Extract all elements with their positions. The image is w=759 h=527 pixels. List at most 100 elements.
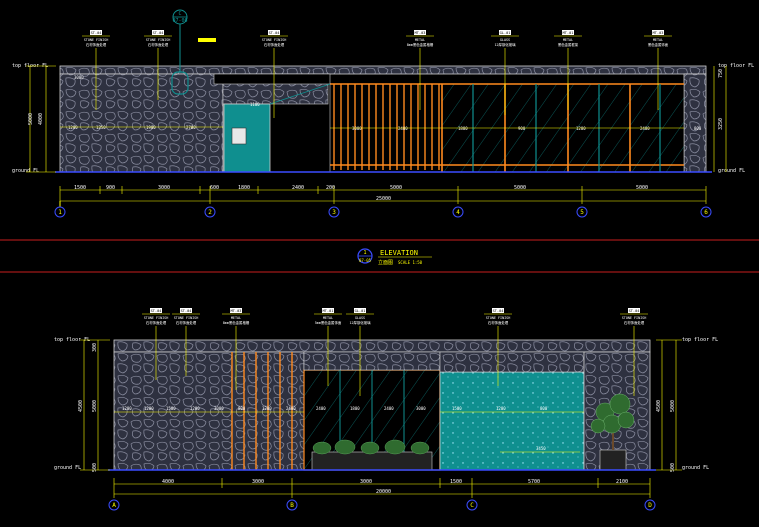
top-tag-code-5: MT-01 (563, 31, 574, 35)
top-roof-band (59, 65, 707, 75)
bottom-tag-line2-4: 12厚钢化玻璃 (349, 320, 371, 325)
top-tag-code-3: MT-03 (415, 31, 426, 35)
bottom-span-1: 3000 (252, 479, 264, 485)
bottom-right-height-dim-0: 4500 (656, 400, 662, 412)
top-note-2: 1900 (146, 125, 156, 130)
title-sub: 立面图 (378, 259, 393, 266)
bottom-axis-0: A (112, 502, 116, 509)
bottom-tag-code-4: GL-01 (355, 309, 366, 313)
bottom-tag-line1-0: STONE FINISH (144, 316, 169, 320)
bottom-tag-code-5: ST-04 (493, 309, 504, 313)
bottom-tag-code-2: MT-03 (231, 309, 242, 313)
top-span-6: 200 (326, 185, 335, 191)
top-note-4: 1100 (250, 102, 260, 107)
top-section-marker: C 07-06 (171, 9, 216, 95)
top-tag-line1-6: METAL (653, 38, 663, 42)
bottom-note-13: 1200 (496, 406, 506, 411)
top-teal-door (223, 103, 271, 173)
bottom-note-11: 3000 (416, 406, 426, 411)
top-tag-code-6: MT-03 (653, 31, 664, 35)
bottom-note-5: 800 (238, 406, 246, 411)
top-wood-slats (329, 83, 443, 173)
bottom-note-7: 2400 (286, 406, 296, 411)
top-span-9: 5000 (636, 185, 648, 191)
bottom-stone-wall-left (113, 351, 305, 471)
bottom-height-dim-3: 500 (92, 463, 98, 472)
bottom-note-2: 1500 (166, 406, 176, 411)
top-note-7: 1800 (458, 126, 468, 131)
bottom-tag-line2-0: 石材饰面处理 (146, 320, 167, 325)
top-tag-line1-2: STONE FINISH (262, 38, 287, 42)
top-tag-line2-1: 石材饰面处理 (148, 42, 169, 47)
bottom-tag-line1-1: STONE FINISH (174, 316, 199, 320)
bottom-axis-bubbles (108, 499, 656, 511)
top-note-11: 800 (694, 126, 702, 131)
top-span-5: 2400 (292, 185, 304, 191)
bottom-note-6: 1200 (262, 406, 272, 411)
bottom-elevation: 1200 1200 1500 1200 3000 800 1200 2400 2… (54, 308, 718, 511)
top-tag-line2-3: 8mm黑色金属格栅 (407, 42, 434, 47)
top-axis-4: 5 (580, 209, 584, 216)
top-note-10: 2400 (640, 126, 650, 131)
bottom-right-height-dim-1: 5000 (670, 400, 676, 412)
top-stone-wall-left (59, 73, 224, 173)
bottom-span-3: 1500 (450, 479, 462, 485)
top-note-6: 2400 (398, 126, 408, 131)
top-tag-line1-4: GLASS (500, 38, 510, 42)
bottom-note-10: 2400 (384, 406, 394, 411)
bottom-level-ground-right: ground FL (682, 465, 709, 471)
top-span-2: 3000 (158, 185, 170, 191)
top-span-4: 1800 (238, 185, 250, 191)
bottom-tag-code-6: ST-04 (629, 309, 640, 313)
top-axis-2: 3 (332, 209, 336, 216)
bottom-tag-line1-4: GLASS (355, 316, 365, 320)
top-tag-code-2: ST-04 (269, 31, 280, 35)
bottom-span-4: 5700 (528, 479, 540, 485)
bottom-planter (311, 439, 433, 471)
top-tag-code-4: GL-01 (500, 31, 511, 35)
bottom-note-8: 2400 (316, 406, 326, 411)
bottom-note-1: 1200 (144, 406, 154, 411)
bottom-right-height-dim-2: 500 (670, 463, 676, 472)
top-level-top-right: top floor FL (718, 63, 754, 69)
bottom-height-dim-1: 5000 (92, 400, 98, 412)
top-stone-wall-right (683, 73, 707, 173)
top-note-8: 900 (518, 126, 526, 131)
top-tag-line2-2: 石材饰面处理 (264, 42, 285, 47)
top-height-dim-3: 3250 (718, 118, 724, 130)
bottom-note-14: 800 (540, 406, 548, 411)
bottom-height-dim-2: 300 (92, 343, 98, 352)
top-axis-0: 1 (58, 209, 62, 216)
top-span-8: 5000 (514, 185, 526, 191)
top-height-dim-1: 4000 (38, 113, 44, 125)
top-elevation: top floor FL ground FL top floor FL grou… (12, 9, 754, 218)
bottom-span-0: 4000 (162, 479, 174, 485)
top-note-3: 2700 (186, 125, 196, 130)
top-note-12: 3000 (74, 75, 84, 80)
top-span-7: 5000 (390, 185, 402, 191)
top-section-letter: C (178, 11, 181, 17)
bottom-tag-code-1: ST-04 (181, 309, 192, 313)
top-note-0: 1200 (68, 125, 78, 130)
top-overall: 25000 (376, 196, 391, 202)
top-tag-code-1: ST-04 (153, 31, 164, 35)
bottom-level-top: top floor FL (54, 337, 90, 343)
top-tag-line2-5: 黑色金属框架 (558, 42, 579, 47)
top-tag-line1-5: METAL (563, 38, 573, 42)
top-tag-line2-4: 12厚钢化玻璃 (494, 42, 516, 47)
top-tag-code-0: ST-04 (91, 31, 102, 35)
top-note-1: 1250 (96, 125, 106, 130)
top-span-0: 1500 (74, 185, 86, 191)
bottom-tag-code-3: MT-01 (323, 309, 334, 313)
